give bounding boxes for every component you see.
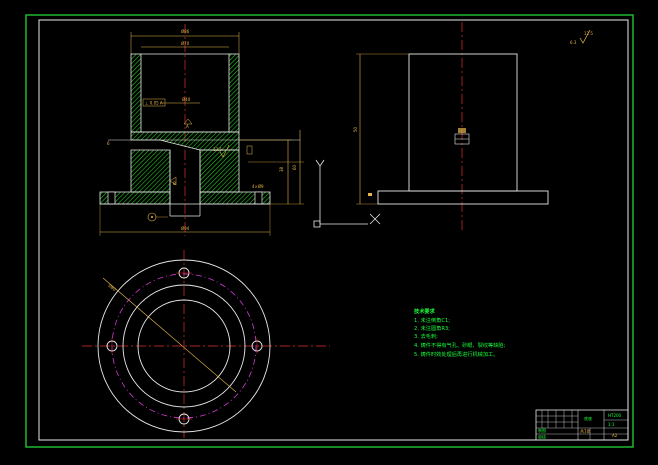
note-line-1: 1. 未注倒角C1;	[414, 316, 450, 324]
dim-total-height: 60	[292, 164, 297, 170]
note-line-2: 2. 未注圆角R3;	[414, 324, 450, 332]
title-checker: 审核	[538, 434, 546, 440]
dim-hole-label: 4×Ø9	[252, 184, 264, 189]
dim-bore: Ø40	[182, 97, 191, 102]
note-line-4: 4. 铸件不得有气孔、砂眼、裂纹等缺陷;	[414, 341, 506, 349]
note-line-3: 3. 去毛刺;	[414, 332, 438, 340]
dim-right-height: 50	[353, 126, 358, 132]
title-material: HT200	[608, 413, 622, 418]
title-block: 底座 HT200 1:1 制图 审核 共1张 A2	[535, 409, 629, 441]
svg-text:6.3: 6.3	[570, 40, 577, 45]
front-section-view: Ø86 Ø70 Ø40 ⊥ 0.05 A A B 12.5 38 60 6	[99, 24, 304, 236]
roughness-symbol-2: 6.3 12.5	[570, 29, 593, 45]
ucs-axis-icon: Y X	[313, 159, 381, 228]
title-company: A2	[612, 433, 618, 438]
svg-text:12.5: 12.5	[584, 31, 593, 36]
title-name: 底座	[584, 415, 592, 421]
technical-notes: 技术要求 1. 未注倒角C1; 2. 未注圆角R3; 3. 去毛刺; 4. 铸件…	[414, 307, 506, 358]
notes-title: 技术要求	[414, 307, 436, 315]
left-tag: 6	[107, 141, 110, 146]
title-sheet: 共1张	[580, 428, 591, 434]
plan-view: Ø80	[82, 250, 330, 438]
tolerance-frame: ⊥ 0.05 A	[145, 101, 163, 106]
note-line-5: 5. 铸件时效处理后再进行机械加工。	[414, 350, 498, 358]
datum-a: A	[186, 124, 189, 129]
roughness-symbol-1: 12.5	[213, 144, 230, 158]
inner-border	[38, 19, 629, 441]
dim-bottom-width: Ø94	[181, 226, 190, 231]
datum-b: B	[173, 181, 176, 186]
title-drawer: 制图	[538, 427, 546, 433]
dim-top-width: Ø86	[181, 29, 190, 34]
outer-frame	[25, 14, 634, 448]
dim-pcd: Ø80	[107, 283, 117, 292]
title-scale: 1:1	[608, 422, 615, 427]
dim-side-height: 38	[279, 166, 284, 172]
side-view: 50 6.3 12.5	[353, 22, 593, 230]
dim-inner-width: Ø70	[181, 41, 190, 46]
svg-text:12.5: 12.5	[213, 147, 222, 152]
